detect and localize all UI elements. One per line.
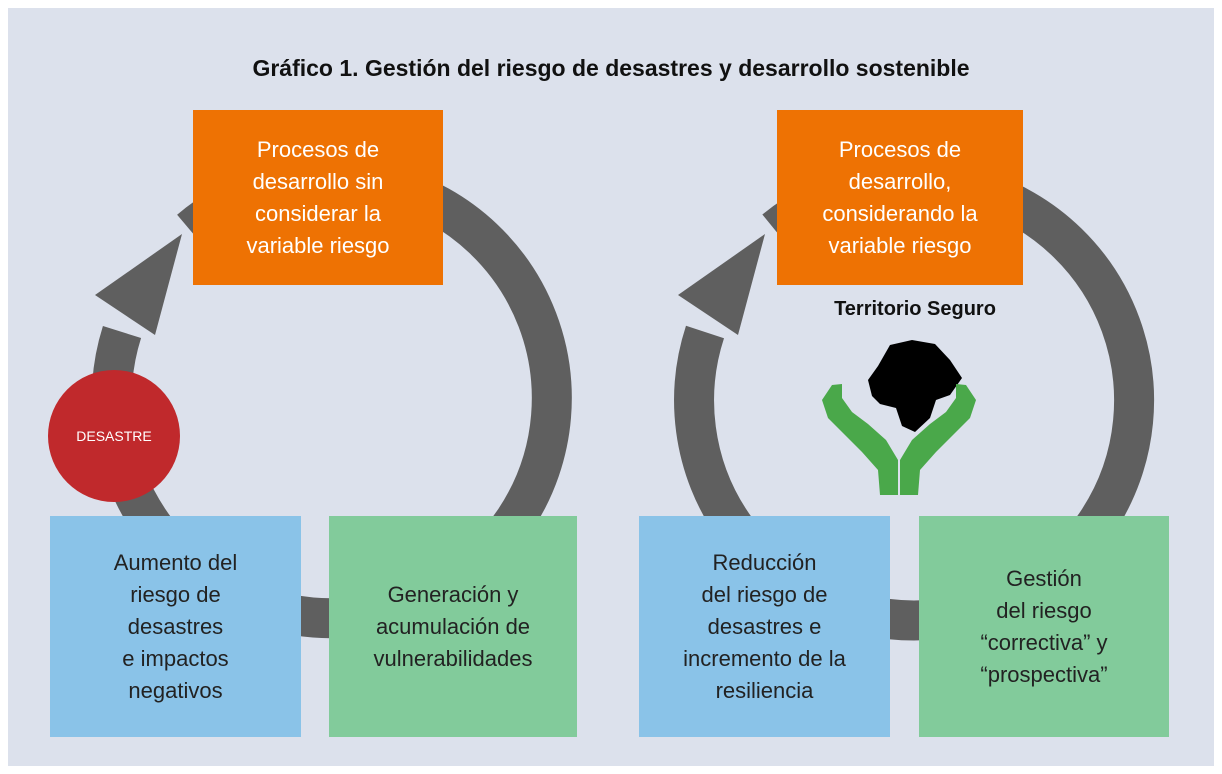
left-arrowhead-icon [95, 234, 182, 335]
hands-holding-map-icon [822, 340, 976, 495]
right-arrowhead-icon [678, 234, 765, 335]
right-bottom-left-box: Reducción del riesgo de desastres e incr… [639, 516, 890, 737]
left-top-box: Procesos de desarrollo sin considerar la… [193, 110, 443, 285]
right-bottom-right-box: Gestión del riesgo “correctiva” y “prosp… [919, 516, 1169, 737]
figure-title: Gráfico 1. Gestión del riesgo de desastr… [252, 55, 970, 81]
disaster-badge: DESASTRE [48, 370, 180, 502]
left-hand-icon [822, 384, 898, 495]
ecuador-map-icon [868, 340, 962, 432]
left-bottom-right-box: Generación y acumulación de vulnerabilid… [329, 516, 577, 737]
territory-label: Territorio Seguro [834, 298, 996, 320]
left-bottom-left-box: Aumento del riesgo de desastres e impact… [50, 516, 301, 737]
right-hand-icon [900, 384, 976, 495]
right-top-box: Procesos de desarrollo, considerando la … [777, 110, 1023, 285]
